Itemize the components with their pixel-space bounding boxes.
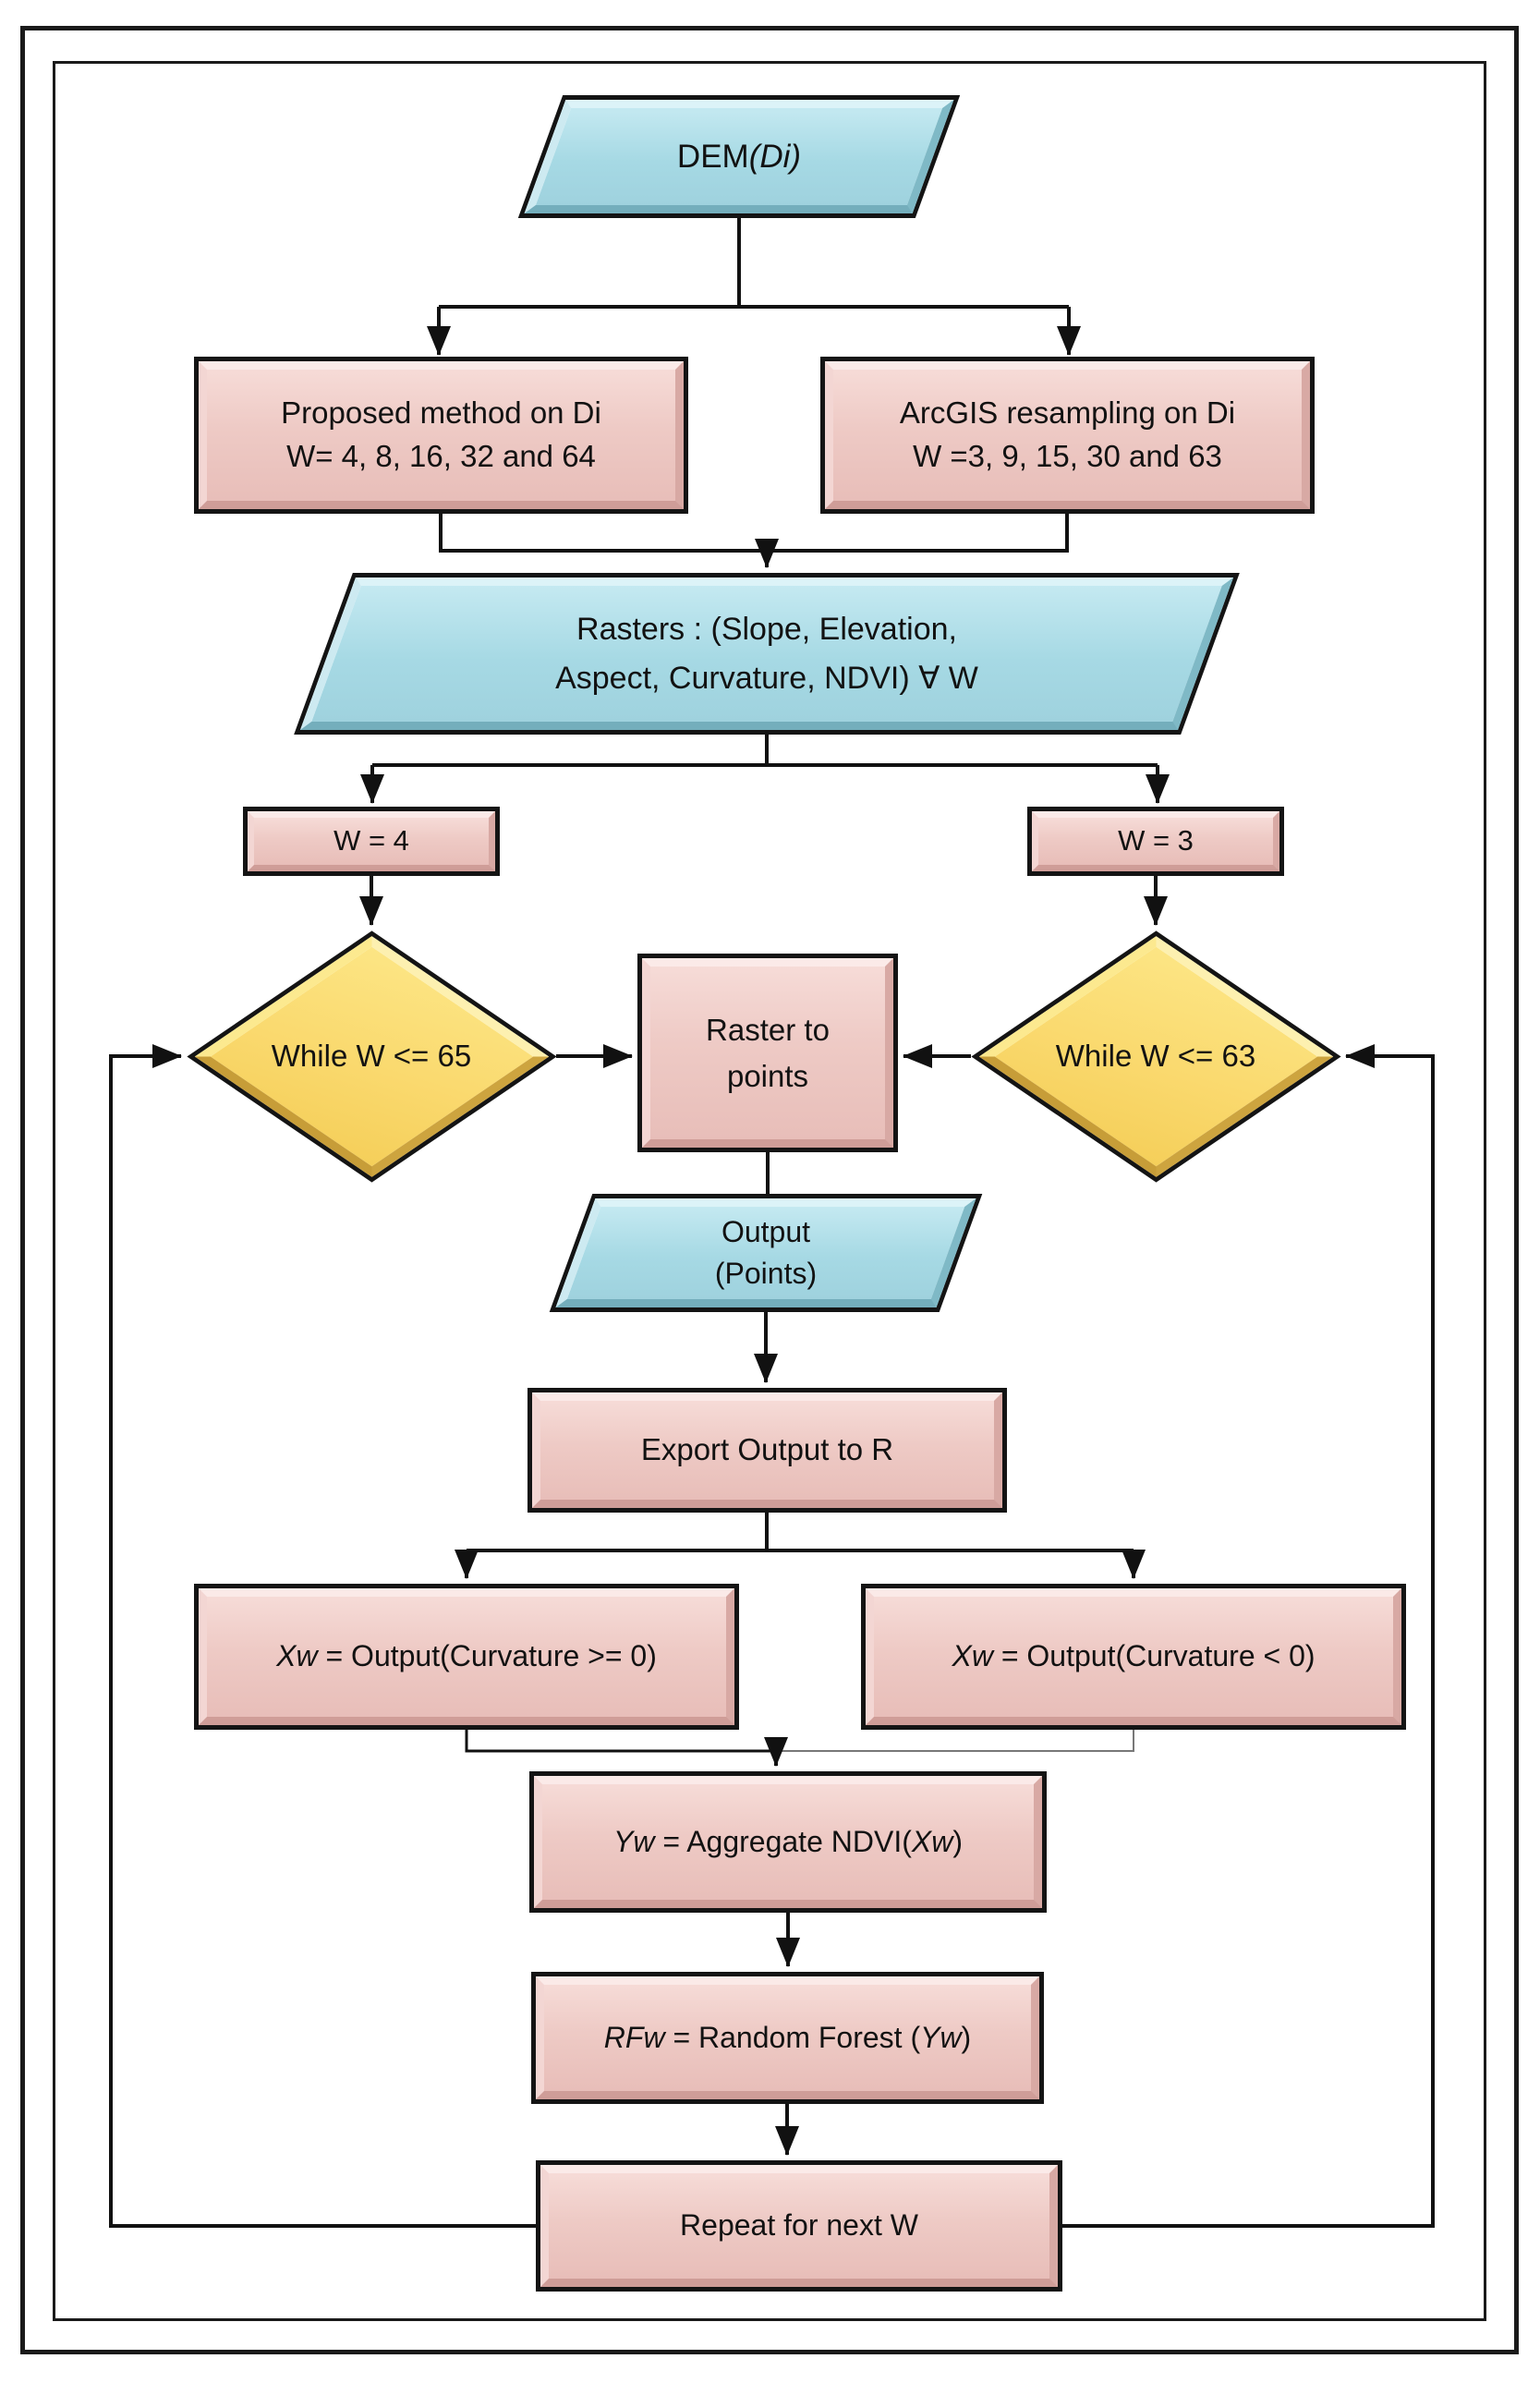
dem-label: DEM(Di) [540, 95, 938, 218]
yw-aggregate-label: Yw = Aggregate NDVI(Xw) [529, 1771, 1047, 1913]
xw-negative-shape [861, 1584, 1406, 1730]
yw-aggregate-shape [529, 1771, 1047, 1913]
rfw-var: RFw [603, 2020, 665, 2054]
proposed-method-line1: Proposed method on Di [281, 395, 601, 431]
connector-xw-pos-merge [465, 1730, 774, 1753]
output-line2: (Points) [714, 1257, 818, 1290]
node-raster-to-points: Raster to points [637, 954, 898, 1152]
node-dem: DEM(Di) [517, 95, 961, 218]
node-rfw-random-forest: RFw = Random Forest (Yw) [531, 1972, 1044, 2104]
node-proposed-method: Proposed method on Di W= 4, 8, 16, 32 an… [194, 357, 688, 514]
arcgis-resampling-label: ArcGIS resampling on Di W =3, 9, 15, 30 … [820, 357, 1315, 514]
proposed-method-line2: W= 4, 8, 16, 32 and 64 [286, 439, 596, 473]
node-yw-aggregate: Yw = Aggregate NDVI(Xw) [529, 1771, 1047, 1913]
raster-to-points-shape [637, 954, 898, 1152]
raster-to-points-line1: Raster to [706, 1013, 830, 1047]
connector-loop-right [1062, 1044, 1435, 2228]
w3-label: W = 3 [1027, 807, 1284, 876]
while-63-label: While W <= 63 [971, 930, 1340, 1182]
connector-xw-neg-merge [778, 1730, 1134, 1752]
while-65-text: While W <= 65 [271, 1038, 472, 1073]
node-output-points: Output (Points) [549, 1194, 983, 1312]
proposed-method-shape [194, 357, 688, 514]
rfw-close: ) [961, 2020, 972, 2054]
repeat-text: Repeat for next W [680, 2208, 918, 2243]
xw-positive-label: Xw = Output(Curvature >= 0) [194, 1584, 739, 1730]
outer-border-frame [20, 26, 1519, 2354]
xw-negative-label: Xw = Output(Curvature < 0) [861, 1584, 1406, 1730]
arcgis-line2: W =3, 9, 15, 30 and 63 [913, 439, 1222, 473]
node-rasters: Rasters : (Slope, Elevation, Aspect, Cur… [294, 573, 1240, 735]
rasters-line1: Rasters : (Slope, Elevation, [576, 611, 957, 647]
dem-text-italic: (Di) [748, 138, 802, 175]
while-63-text: While W <= 63 [1055, 1038, 1256, 1073]
output-points-label: Output (Points) [571, 1194, 961, 1312]
export-r-label: Export Output to R [527, 1388, 1007, 1513]
arcgis-resampling-shape [820, 357, 1315, 514]
yw-var: Yw [613, 1824, 655, 1858]
rfw-label: RFw = Random Forest (Yw) [531, 1972, 1044, 2104]
connector-merge-left [439, 514, 767, 553]
node-w3: W = 3 [1027, 807, 1284, 876]
w4-text: W = 4 [333, 824, 409, 857]
rasters-line2: Aspect, Curvature, NDVI) ∀ W [555, 660, 978, 696]
inner-border-frame [53, 61, 1486, 2321]
node-w4: W = 4 [243, 807, 500, 876]
w4-label: W = 4 [243, 807, 500, 876]
node-while-65: While W <= 65 [186, 930, 557, 1183]
repeat-shape [536, 2160, 1062, 2292]
connector-merge-right [767, 514, 1069, 553]
node-xw-negative: Xw = Output(Curvature < 0) [861, 1584, 1406, 1730]
node-export-r: Export Output to R [527, 1388, 1007, 1513]
yw-arg: Xw [911, 1824, 953, 1858]
xw-negative-var: Xw [952, 1639, 993, 1673]
xw-positive-shape [194, 1584, 739, 1730]
raster-to-points-label: Raster to points [637, 954, 898, 1152]
while-65-label: While W <= 65 [187, 930, 556, 1182]
repeat-label: Repeat for next W [536, 2160, 1062, 2292]
node-while-63: While W <= 63 [970, 930, 1341, 1183]
export-r-shape [527, 1388, 1007, 1513]
output-line1: Output [721, 1215, 811, 1249]
rfw-shape [531, 1972, 1044, 2104]
yw-close: ) [952, 1824, 963, 1858]
rasters-label: Rasters : (Slope, Elevation, Aspect, Cur… [323, 573, 1210, 735]
rfw-arg: Yw [920, 2020, 962, 2054]
node-xw-positive: Xw = Output(Curvature >= 0) [194, 1584, 739, 1730]
rfw-expr: = Random Forest ( [664, 2020, 921, 2054]
node-repeat: Repeat for next W [536, 2160, 1062, 2292]
yw-expr: = Aggregate NDVI( [654, 1824, 912, 1858]
node-arcgis-resampling: ArcGIS resampling on Di W =3, 9, 15, 30 … [820, 357, 1315, 514]
arcgis-line1: ArcGIS resampling on Di [899, 395, 1236, 431]
xw-positive-var: Xw [276, 1639, 318, 1673]
xw-positive-expr: = Output(Curvature >= 0) [317, 1639, 657, 1673]
dem-text: DEM [676, 138, 749, 175]
connector-loop-left [109, 1044, 536, 2228]
xw-negative-expr: = Output(Curvature < 0) [992, 1639, 1316, 1673]
raster-to-points-line2: points [726, 1058, 809, 1093]
w4-shape [243, 807, 500, 876]
proposed-method-label: Proposed method on Di W= 4, 8, 16, 32 an… [194, 357, 688, 514]
w3-text: W = 3 [1118, 824, 1194, 857]
w3-shape [1027, 807, 1284, 876]
export-r-text: Export Output to R [640, 1432, 894, 1467]
